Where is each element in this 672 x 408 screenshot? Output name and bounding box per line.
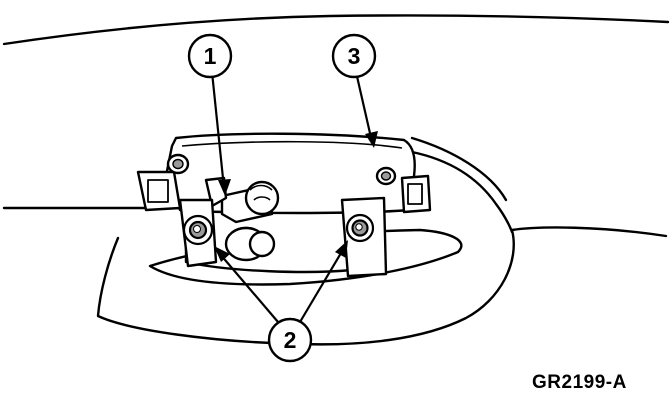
callout-3-leader bbox=[354, 71, 374, 143]
door-trim-inner-flare bbox=[410, 136, 508, 202]
figure-code: GR2199-A bbox=[532, 372, 627, 393]
callout-2-label: 2 bbox=[284, 327, 297, 353]
callout-2: 2 bbox=[267, 317, 313, 363]
callout-3: 3 bbox=[331, 33, 377, 79]
callout-2-leader-right bbox=[299, 247, 345, 323]
lock-rod-linkage bbox=[204, 176, 280, 224]
left-screw-icon bbox=[182, 214, 214, 246]
callout-1-leader bbox=[210, 71, 226, 189]
callout-1-arrowhead bbox=[218, 179, 231, 196]
callout-2-arrowhead-left bbox=[214, 246, 230, 262]
callout-1: 1 bbox=[187, 33, 233, 79]
right-screw-icon bbox=[345, 213, 375, 243]
door-trim-contour bbox=[96, 226, 668, 346]
door-trim-upper-flare bbox=[410, 150, 514, 234]
callout-1-label: 1 bbox=[204, 43, 217, 69]
callout-3-arrowhead bbox=[365, 131, 378, 148]
callout-3-label: 3 bbox=[348, 43, 361, 69]
handle-housing bbox=[136, 132, 432, 215]
callout-2-leader-left bbox=[219, 253, 279, 323]
door-panel-top-edge bbox=[2, 14, 670, 46]
callout-2-arrowhead-right bbox=[335, 240, 348, 258]
